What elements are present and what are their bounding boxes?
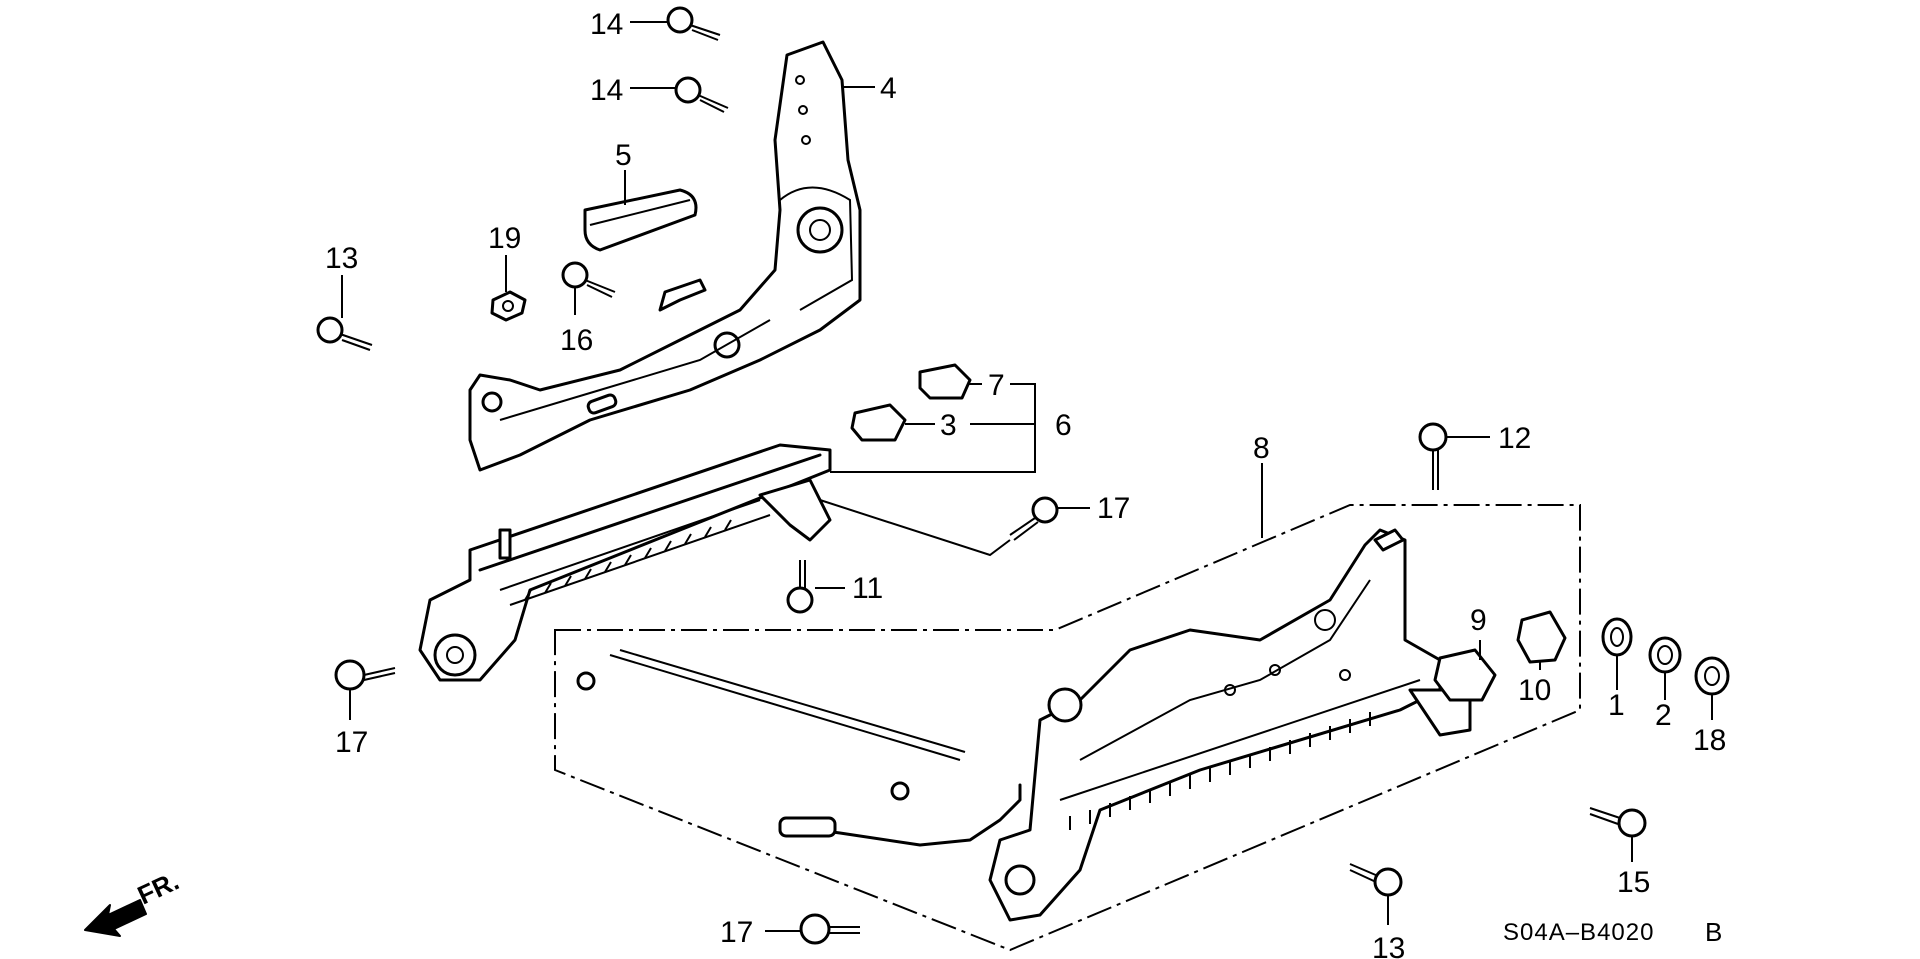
callout-17-bottom: 17 [720,916,753,949]
leader-lines [341,21,1713,932]
callout-17-middle: 17 [1097,492,1130,525]
callout-16: 16 [560,324,593,357]
bolt-13-bottom[interactable] [1349,863,1403,897]
clip-part-9[interactable] [1433,648,1497,702]
bolt-14-lower[interactable] [674,76,729,113]
release-rod[interactable] [576,649,1022,847]
bolt-17-left[interactable] [334,659,396,691]
callout-7: 7 [988,369,1005,402]
callout-13-bottom: 13 [1372,932,1405,959]
callout-14-lower: 14 [590,74,623,107]
bolt-13-left[interactable] [316,316,373,351]
callout-11: 11 [852,572,883,605]
diagram-code: S04A–B4020 [1503,919,1654,946]
callout-5: 5 [615,139,632,172]
recliner-frame-part-4[interactable] [468,40,862,472]
clip-part-3[interactable] [850,403,907,442]
front-direction-arrow-icon [84,899,147,937]
rail-teeth [524,519,732,601]
bolt-17-middle[interactable] [1009,496,1059,541]
callout-4: 4 [880,72,897,105]
adjuster-rail-teeth [1069,712,1371,830]
nut-19[interactable] [490,290,527,322]
callout-10: 10 [1518,674,1551,707]
callout-8: 8 [1253,432,1270,465]
bolt-14-upper[interactable] [666,6,721,41]
callout-9: 9 [1470,604,1487,637]
callout-6: 6 [1055,409,1072,442]
washer-part-2[interactable] [1648,636,1682,674]
callout-18: 18 [1693,724,1726,757]
callout-13-left: 13 [325,242,358,275]
callout-12: 12 [1498,422,1531,455]
callout-3: 3 [940,409,957,442]
bushing-part-1[interactable] [1601,617,1633,657]
callout-14-upper: 14 [590,8,623,41]
seat-adjuster-assembly-part-8[interactable] [988,528,1472,922]
callout-1: 1 [1608,689,1625,722]
bolt-11[interactable] [786,560,814,614]
callout-15: 15 [1617,866,1650,899]
left-slide-rail-assembly[interactable] [418,443,832,682]
diagram-revision: B [1705,917,1722,947]
callout-2: 2 [1655,699,1672,732]
bolt-12[interactable] [1418,422,1448,490]
recliner-cover-part-5[interactable] [583,188,698,252]
bolt-17-bottom[interactable] [799,913,860,945]
nut-part-18[interactable] [1694,656,1730,696]
bolt-15[interactable] [1589,807,1647,838]
assembly-boundary-line [554,504,1581,952]
clip-part-7[interactable] [918,363,972,400]
callout-19: 19 [488,222,521,255]
clip-part-10[interactable] [1516,610,1567,664]
callout-17-left: 17 [335,726,368,759]
bolt-16[interactable] [561,261,616,298]
